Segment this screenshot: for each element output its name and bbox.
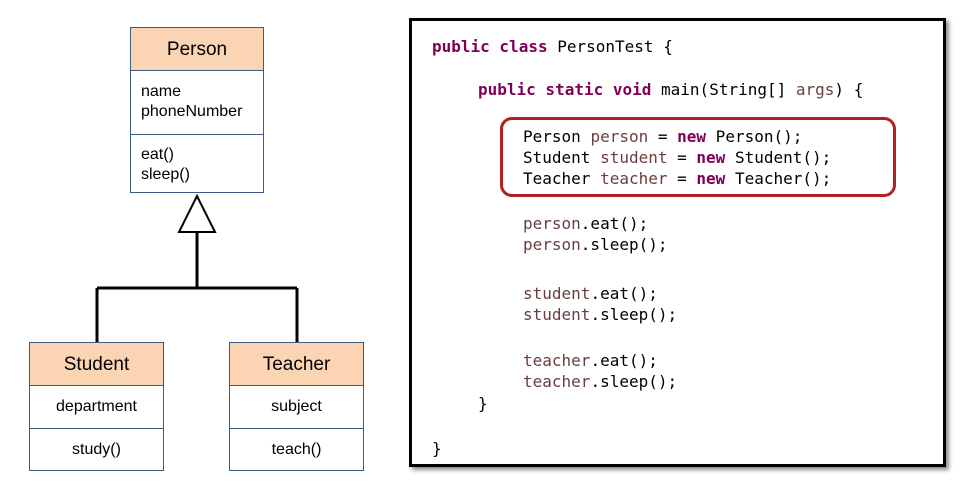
variable-person: person	[590, 127, 649, 146]
code-line-main-declaration: public static void main(String[] args) {	[478, 80, 863, 100]
student-method-study: study()	[30, 428, 163, 470]
keyword-new: new	[677, 127, 707, 146]
person-method-eat: eat()	[141, 146, 174, 163]
code-panel: public class PersonTest { public static …	[409, 18, 946, 467]
code-line-close-class: }	[432, 439, 442, 458]
type-person: Person	[523, 127, 591, 146]
variable-student: student	[523, 305, 591, 324]
method-call-text: .sleep();	[590, 372, 678, 391]
assign-operator: =	[648, 127, 678, 146]
student-class-box: Student department study()	[29, 342, 164, 471]
code-line-person-eat: person.eat();	[523, 214, 648, 234]
method-call-text: .eat();	[580, 214, 649, 233]
inheritance-arrowhead	[177, 193, 217, 233]
type-teacher: Teacher	[523, 169, 601, 188]
method-call-text: .eat();	[590, 351, 658, 370]
person-methods: eat() sleep()	[131, 134, 263, 192]
args-parameter: args	[795, 80, 835, 99]
person-attribute-name: name	[141, 83, 182, 100]
keyword-new: new	[696, 148, 726, 167]
variable-person: person	[523, 235, 581, 254]
assign-operator: =	[667, 169, 697, 188]
variable-teacher: teacher	[523, 372, 591, 391]
code-line-student-declaration: Student student = new Student();	[523, 148, 831, 168]
person-attributes: name phoneNumber	[131, 71, 263, 134]
teacher-method-teach: teach()	[230, 428, 363, 470]
highlighted-declarations-box	[500, 117, 896, 197]
code-line-student-eat: student.eat();	[523, 284, 658, 304]
assign-operator: =	[667, 148, 697, 167]
main-signature-text: main(String[]	[651, 80, 796, 99]
person-class-name: Person	[131, 28, 263, 71]
constructor-teacher: Teacher();	[725, 169, 832, 188]
code-line-person-sleep: person.sleep();	[523, 235, 668, 255]
teacher-class-name: Teacher	[230, 343, 363, 386]
person-method-sleep: sleep()	[141, 166, 190, 183]
variable-person: person	[523, 214, 581, 233]
variable-teacher: teacher	[600, 169, 668, 188]
constructor-student: Student();	[725, 148, 832, 167]
teacher-attribute-subject: subject	[271, 398, 322, 415]
method-call-text: .eat();	[590, 284, 658, 303]
variable-teacher: teacher	[523, 351, 591, 370]
code-line-class-declaration: public class PersonTest {	[432, 37, 673, 57]
code-line-person-declaration: Person person = new Person();	[523, 127, 802, 147]
code-line-student-sleep: student.sleep();	[523, 305, 677, 325]
code-line-teacher-sleep: teacher.sleep();	[523, 372, 677, 392]
code-line-teacher-declaration: Teacher teacher = new Teacher();	[523, 169, 831, 189]
main-signature-end: ) {	[834, 80, 864, 99]
code-line-teacher-eat: teacher.eat();	[523, 351, 658, 371]
type-student: Student	[523, 148, 601, 167]
person-attribute-phone-number: phoneNumber	[141, 103, 243, 120]
class-name-text: PersonTest {	[547, 37, 673, 56]
teacher-class-box: Teacher subject teach()	[229, 342, 364, 471]
keyword-new: new	[696, 169, 726, 188]
method-call-text: .sleep();	[590, 305, 678, 324]
variable-student: student	[600, 148, 668, 167]
code-line-close-method: }	[478, 394, 488, 413]
keyword-public-static-void: public static void	[478, 80, 652, 99]
student-class-name: Student	[30, 343, 163, 386]
person-class-box: Person name phoneNumber eat() sleep()	[130, 27, 264, 193]
student-attribute-department: department	[56, 398, 137, 415]
keyword-public-class: public class	[432, 37, 548, 56]
variable-student: student	[523, 284, 591, 303]
constructor-person: Person();	[706, 127, 803, 146]
method-call-text: .sleep();	[580, 235, 668, 254]
